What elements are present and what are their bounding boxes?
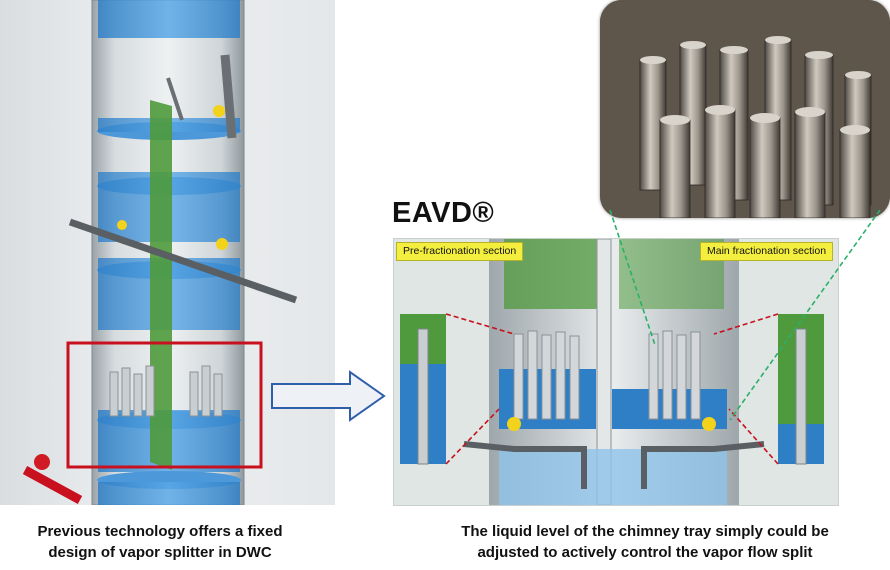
vapor-pipe — [463, 441, 765, 489]
highlight-box — [66, 341, 263, 469]
caption-line: Previous technology offers a fixed — [37, 523, 283, 540]
dwc-column-illustration — [22, 0, 298, 505]
chimney-tray-photo — [600, 0, 890, 218]
caption-previous-technology: Previous technology offers a fixed desig… — [10, 521, 310, 563]
valve-icon — [507, 417, 521, 431]
right-arrow-icon — [271, 370, 386, 422]
eavd-diagram — [393, 238, 839, 506]
caption-line: adjusted to actively control the vapor f… — [477, 544, 813, 561]
caption-line: The liquid level of the chimney tray sim… — [461, 523, 829, 540]
eavd-title: EAVD® — [392, 197, 495, 229]
tray-liquid — [97, 0, 241, 505]
valve-icon — [117, 220, 127, 230]
caption-eavd: The liquid level of the chimney tray sim… — [420, 521, 870, 563]
valve-icon — [216, 238, 228, 250]
red-valve-icon — [22, 454, 83, 504]
caption-line: design of vapor splitter in DWC — [48, 544, 272, 561]
dividing-wall — [150, 100, 172, 470]
main-fractionation-label: Main fractionation section — [700, 242, 834, 261]
valve-icon — [213, 105, 225, 117]
chimney-tubes — [513, 330, 701, 420]
level-gauge-right — [778, 314, 824, 465]
side-pipe — [68, 218, 298, 304]
chimney-tubes — [109, 365, 223, 417]
valve-icon — [702, 417, 716, 431]
level-gauge-left — [400, 314, 446, 465]
pre-fractionation-label: Pre-fractionation section — [396, 242, 524, 261]
